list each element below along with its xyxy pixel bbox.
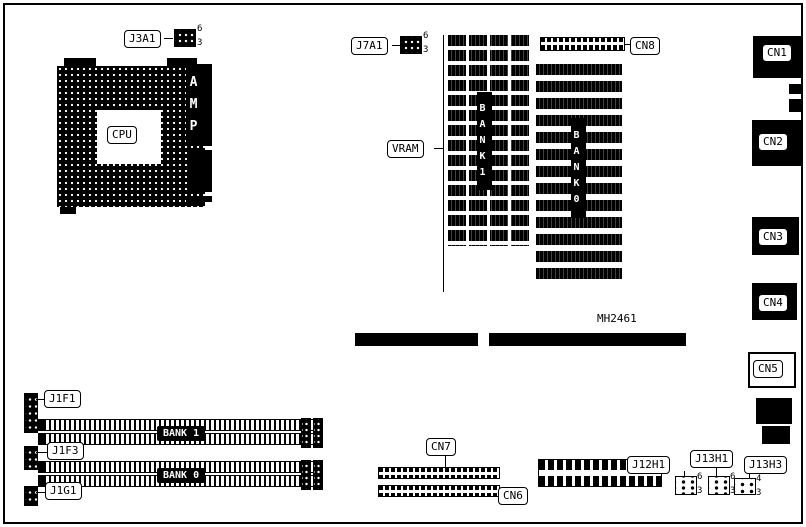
- leader-line: [716, 465, 717, 476]
- expansion-slot: [355, 333, 478, 346]
- cpu-label: CPU: [107, 126, 137, 144]
- leader-line: [36, 452, 47, 453]
- leader-line: [625, 44, 630, 45]
- vram-bracket-line: [443, 35, 444, 292]
- connector-cn6: [378, 485, 500, 497]
- cpu-top-tab: [64, 58, 96, 67]
- leader-line: [445, 454, 446, 467]
- pin-number: 3: [730, 486, 736, 496]
- chip-label-mh2461: MH2461: [597, 312, 637, 325]
- cpu-bottom-tab: [60, 207, 76, 214]
- edge-connector-j1g1: [24, 486, 38, 506]
- jumper-j12h1-label: J12H1: [627, 456, 671, 474]
- edge-connector-j1f3: [24, 446, 38, 470]
- leader-line: [749, 471, 750, 478]
- connector-cn3-label: CN3: [758, 228, 788, 246]
- pin-number: 3: [756, 488, 762, 498]
- jumper-j13h1-label: J13H1: [690, 450, 734, 468]
- amp-connector-lower: [190, 150, 212, 192]
- simm-bank1-tag: BANK 1: [157, 426, 206, 441]
- edge-connector-j1f1: [24, 393, 38, 433]
- board-outline: [3, 3, 803, 524]
- jumper-j7a1-label: J7A1: [351, 37, 388, 55]
- cpu-socket: [57, 66, 205, 207]
- amp-connector-base: [186, 196, 212, 202]
- vram-bank0-label: BANK0: [571, 118, 586, 218]
- jumper-j3a1-block: [174, 29, 196, 47]
- leader-line: [36, 492, 45, 493]
- connector-cn1-label: CN1: [762, 44, 792, 62]
- vram-bank1-label: BANK1: [477, 92, 492, 190]
- connector-cn6-label: CN6: [498, 487, 528, 505]
- leader-line: [434, 148, 443, 149]
- amp-connector: AMP: [186, 64, 212, 146]
- jumper-j7a1-block: [400, 36, 422, 54]
- pin-number: 6: [697, 472, 703, 482]
- pin-number: 3: [423, 45, 429, 55]
- pin-number: 3: [697, 486, 703, 496]
- connector-cn5-label: CN5: [753, 360, 783, 378]
- jumper-j3a1-label: J3A1: [124, 30, 161, 48]
- jumper-j13h1-block: [708, 476, 730, 495]
- leader-line: [392, 45, 400, 46]
- jumper-j1f3-label: J1F3: [47, 442, 84, 460]
- pin-number: 6: [197, 24, 203, 34]
- connector-cn2-label: CN2: [758, 133, 788, 151]
- vram-label: VRAM: [387, 140, 424, 158]
- connector-cn7-label: CN7: [426, 438, 456, 456]
- jumper-j12h1-block: [675, 476, 697, 495]
- jumper-j1g1-label: J1G1: [45, 482, 82, 500]
- pin-number: 3: [197, 38, 203, 48]
- pin-number: 6: [730, 472, 736, 482]
- connector-cn4-label: CN4: [758, 294, 788, 312]
- leader-line: [684, 471, 685, 476]
- right-edge-tab: [789, 84, 802, 94]
- leader-line: [164, 38, 173, 39]
- connector-cn8-label: CN8: [630, 37, 660, 55]
- jumper-j1f1-label: J1F1: [44, 390, 81, 408]
- leader-line: [36, 399, 44, 400]
- connector-cn7: [378, 467, 500, 479]
- connector-cn8: [540, 37, 625, 51]
- pin-number: 4: [756, 474, 762, 484]
- simm-latch: [301, 460, 311, 490]
- expansion-slot: [489, 333, 686, 346]
- simm-latch: [301, 418, 311, 448]
- cpu-top-tab: [167, 58, 197, 67]
- right-edge-connector: [756, 398, 792, 424]
- right-edge-connector: [762, 426, 790, 444]
- jumper-j13h3-label: J13H3: [744, 456, 788, 474]
- simm-latch: [313, 460, 323, 490]
- right-edge-tab: [789, 99, 802, 112]
- jumper-j13h3-block: [734, 478, 756, 495]
- pin-number: 6: [423, 31, 429, 41]
- simm-latch: [313, 418, 323, 448]
- simm-bank0-tag: BANK 0: [157, 468, 206, 483]
